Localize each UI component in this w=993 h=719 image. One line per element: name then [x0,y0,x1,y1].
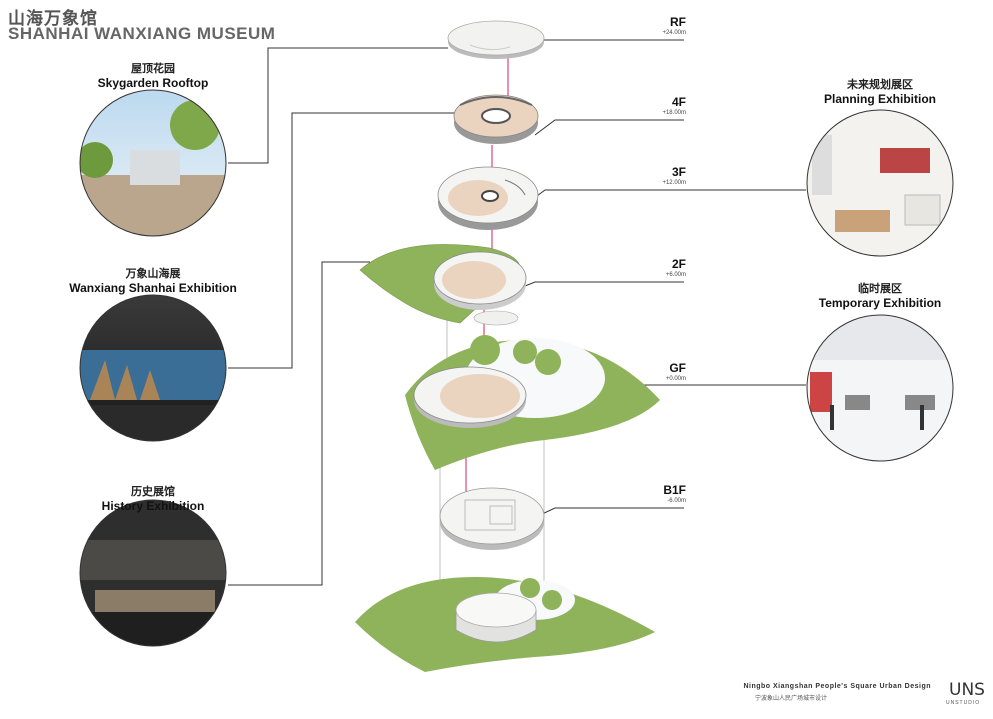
floor-2f-elev: +6.00m [665,272,686,278]
leader-3f [524,189,806,206]
caption-history-cn: 历史展馆 [131,486,175,498]
caption-wanxiang: 万象山海展 Wanxiang Shanhai Exhibition [43,265,263,295]
floor-gf-elev: +0.00m [665,376,686,382]
caption-temporary-cn: 临时展区 [858,283,902,295]
caption-history-en: History Exhibition [101,499,205,513]
floor-b1f-elev: -6.00m [667,498,686,504]
caption-wanxiang-cn: 万象山海展 [125,268,181,280]
caption-wanxiang-en: Wanxiang Shanhai Exhibition [69,281,237,295]
leader-skygarden [228,47,448,164]
caption-planning: 未来规划展区 Planning Exhibition [770,76,990,106]
photo-wanxiang-frame [79,294,227,442]
caption-temporary: 临时展区 Temporary Exhibition [770,280,990,310]
photo-planning [807,110,953,256]
level-3f [437,166,539,230]
floor-4f-elev: +18.00m [662,110,686,116]
footer-project-en: Ningbo Xiangshan People's Square Urban D… [743,683,931,690]
floor-label-2f: 2F +6.00m [626,258,686,279]
floor-3f-name: 3F [671,165,686,179]
floor-rf-elev: +24.00m [662,30,686,36]
photo-temporary-frame [806,314,954,462]
level-gf [405,335,660,470]
unstudio-logo: UNS [949,680,985,700]
level-4f [453,94,539,144]
leader-history [228,261,370,586]
page-title-en: SHANHAI WANXIANG MUSEUM [8,24,276,43]
caption-planning-en: Planning Exhibition [824,92,936,106]
footer-project-cn: 宁波象山人民广场城市设计 [754,696,827,702]
floor-gf-name: GF [669,361,686,375]
photo-history-frame [79,499,227,647]
floor-rf-name: RF [670,15,686,29]
caption-history: 历史展馆 History Exhibition [43,483,263,513]
page-title-cn: 山海万象馆 [8,9,98,28]
level-rf [447,20,545,59]
caption-skygarden-en: Skygarden Rooftop [97,76,209,90]
photo-wanxiang [80,295,226,441]
photo-history [80,500,226,646]
floor-label-rf: RF +24.00m [626,16,686,37]
site-base [355,577,655,672]
leader-2f [514,281,684,291]
photo-planning-frame [806,109,954,257]
level-b1f [439,487,545,550]
floor-2f-name: 2F [671,257,686,271]
leader-4f [534,119,684,136]
caption-temporary-en: Temporary Exhibition [818,296,942,310]
caption-planning-cn: 未来规划展区 [847,79,913,91]
unstudio-logo-sub: UNSTUDIO [946,700,981,706]
leader-wanxiang [228,112,458,369]
floor-label-b1f: B1F -6.00m [626,484,686,505]
leader-b1f [539,507,684,516]
level-2f [359,244,527,326]
floor-label-4f: 4F +18.00m [626,96,686,117]
floor-3f-elev: +12.00m [662,180,686,186]
floor-b1f-name: B1F [663,483,686,497]
photo-temporary [807,315,953,461]
photo-skygarden [80,90,226,236]
caption-skygarden: 屋顶花园 Skygarden Rooftop [43,60,263,90]
floor-label-gf: GF +0.00m [626,362,686,383]
floor-4f-name: 4F [671,95,686,109]
floor-label-3f: 3F +12.00m [626,166,686,187]
photo-skygarden-frame [79,89,227,237]
caption-skygarden-cn: 屋顶花园 [131,63,175,75]
